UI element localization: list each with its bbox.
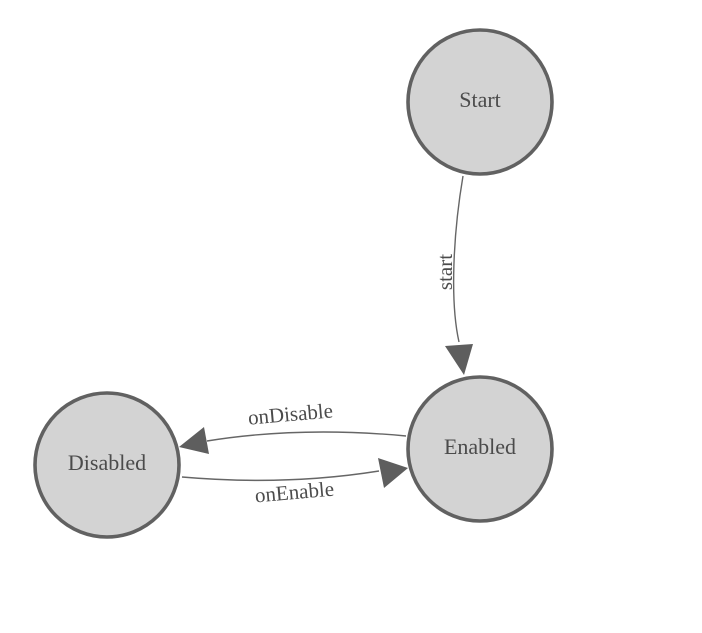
edge-ondisable-line (206, 431, 407, 442)
edge-ondisable-transition: onDisable (179, 398, 407, 454)
state-label-start: Start (459, 87, 501, 112)
state-circle-start (406, 28, 554, 176)
edge-onenable-transition: onEnable (181, 458, 408, 508)
edge-label-onenable: onEnable (254, 477, 335, 508)
edge-label-start: start (433, 254, 457, 290)
state-circle-disabled (33, 391, 181, 539)
edge-onenable-line (181, 470, 380, 482)
arrowhead-into-disabled (179, 427, 209, 454)
state-node-disabled: Disabled (33, 391, 181, 539)
state-circle-enabled (406, 375, 554, 523)
edge-start-transition: start (433, 175, 473, 375)
state-label-enabled: Enabled (444, 434, 516, 459)
state-node-enabled: Enabled (406, 375, 554, 523)
edge-start-line (452, 175, 464, 343)
edge-label-ondisable: onDisable (247, 398, 334, 429)
arrowhead-into-enabled (378, 458, 408, 488)
state-label-disabled: Disabled (68, 450, 146, 475)
state-node-start: Start (406, 28, 554, 176)
arrowhead-into-enabled-from-start (445, 344, 473, 375)
